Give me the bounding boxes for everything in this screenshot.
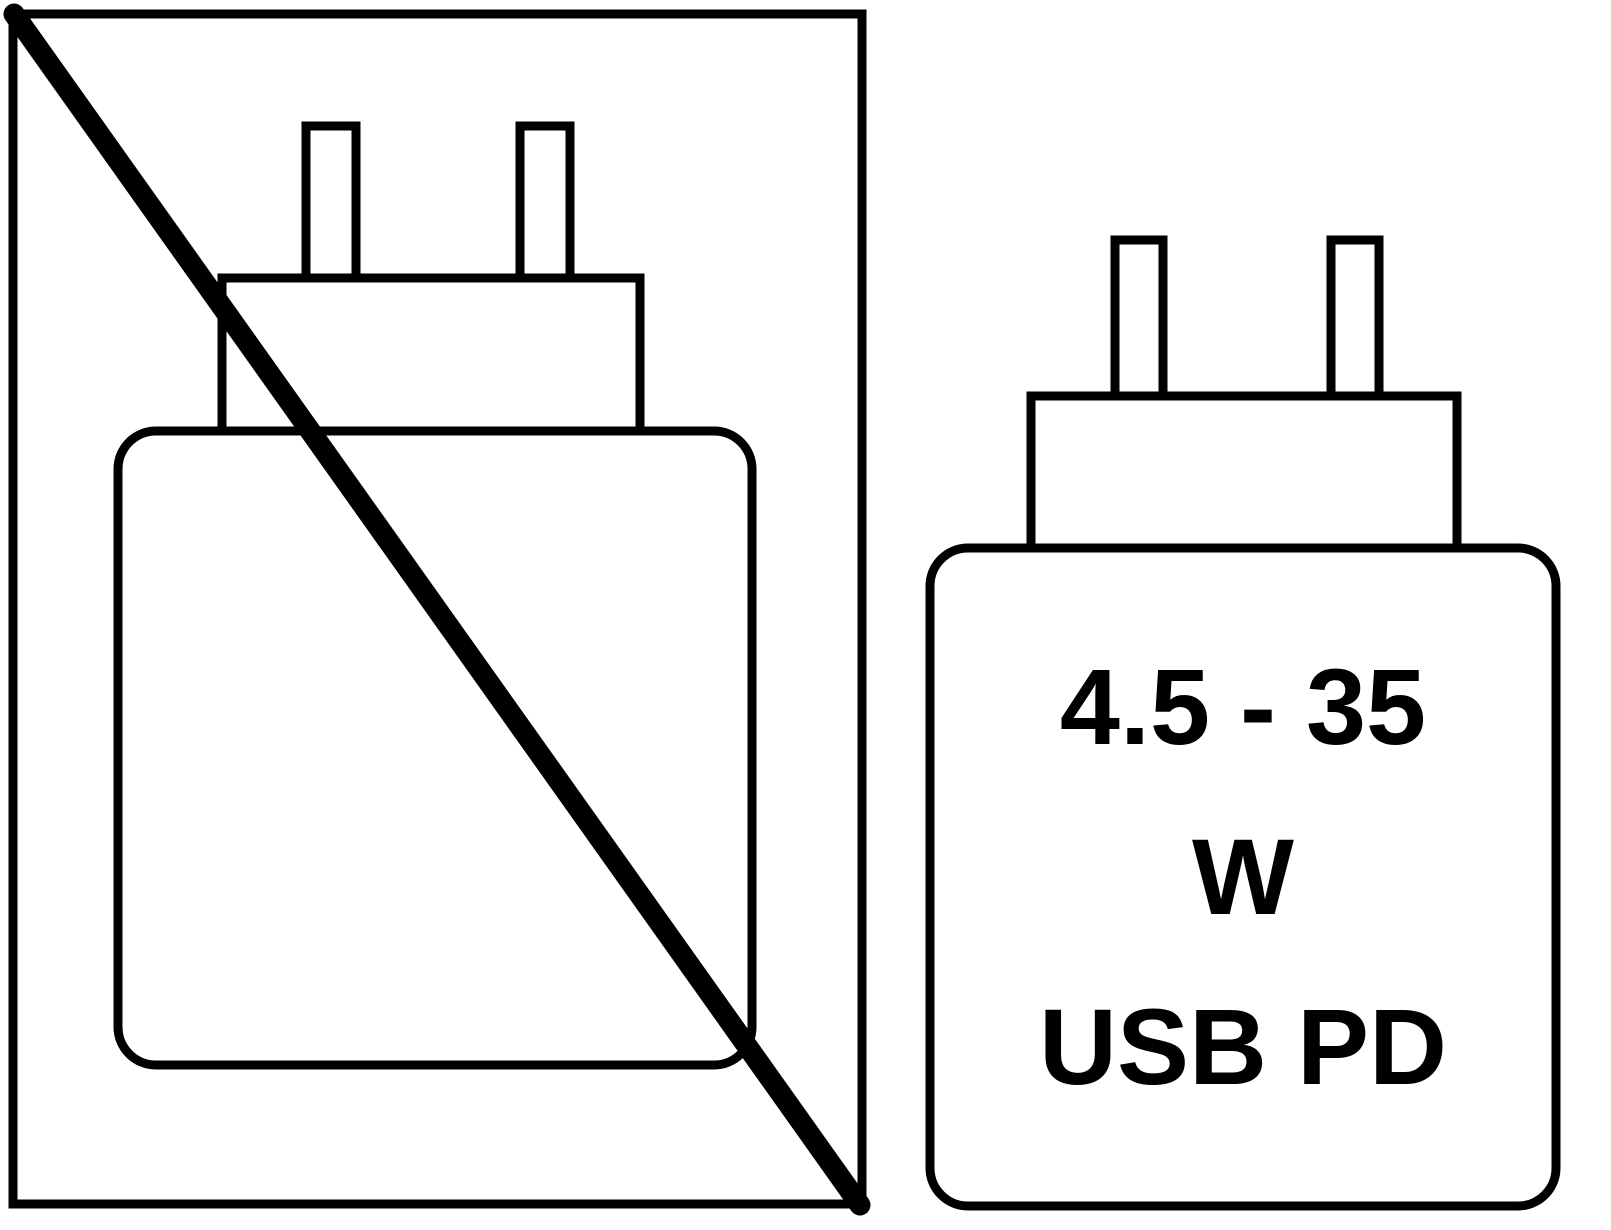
power-spec-label: 4.5 - 35 W USB PD: [930, 548, 1556, 1206]
power-adapter-icon: [925, 235, 1561, 1211]
power-unit-text: W: [1192, 816, 1294, 937]
plug-head: [1026, 391, 1462, 555]
strike-line: [3, 3, 871, 1216]
plug-prong-left: [301, 121, 361, 296]
power-adapter-crossed-out-icon: [3, 3, 871, 1216]
plug-prong-left: [1110, 235, 1168, 407]
usb-pd-standard-text: USB PD: [1038, 986, 1448, 1107]
plug-prong-right: [1326, 235, 1384, 407]
plug-prong-right: [515, 121, 575, 296]
power-range-text: 4.5 - 35: [1059, 646, 1427, 767]
adapter-body: [925, 543, 1561, 1211]
adapter-body: [113, 426, 757, 1070]
